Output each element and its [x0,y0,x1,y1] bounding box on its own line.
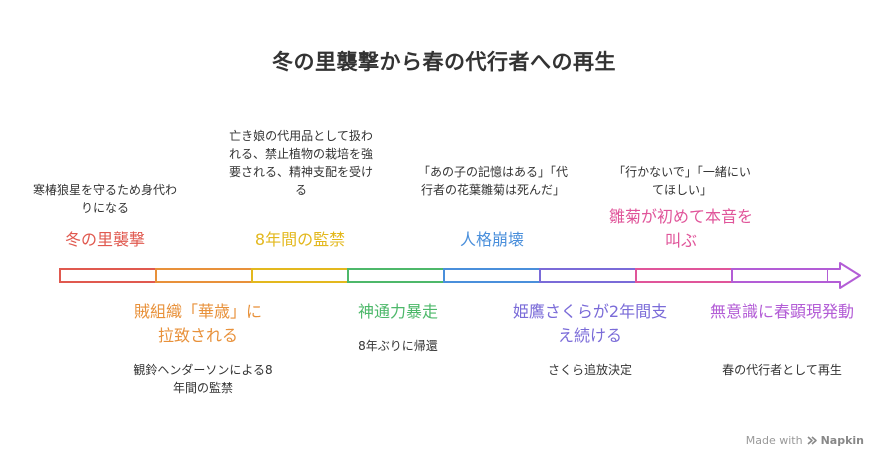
timeline-arrowhead [828,262,861,289]
timeline-segment-5 [443,268,541,283]
timeline-segment-3 [251,268,349,283]
event-8-description: 春の代行者として再生 [722,363,842,377]
event-3-label: 8年間の監禁 [254,230,346,249]
napkin-brand: Napkin [807,434,864,447]
event-6-description: さくら追放決定 [547,363,632,377]
timeline-segment-8 [731,268,829,283]
event-2-label: 賊組織「華歳」に拉致される [133,302,262,345]
event-4-description: 8年ぶりに帰還 [358,339,438,353]
timeline-segment-4 [347,268,445,283]
event-2-description: 観鈴ヘンダーソンによる8年間の監禁 [133,363,273,395]
event-4-label: 神通力暴走 [357,302,438,321]
napkin-logo-icon [807,436,817,445]
timeline-segment-1 [59,268,157,283]
event-1-label: 冬の里襲撃 [64,230,145,249]
timeline-segment-6 [539,268,637,283]
timeline-segment-7 [635,268,733,283]
event-7-label: 雛菊が初めて本音を叫ぶ [608,207,753,250]
event-5-description: 「あの子の記憶はある」「代行者の花葉雛菊は死んだ」 [418,165,569,197]
event-1-description: 寒椿狼星を守るため身代わりになる [32,183,177,215]
made-with-text: Made with [745,434,803,447]
event-8-label: 無意識に春顕現発動 [709,302,854,321]
event-5-label: 人格崩壊 [459,230,524,249]
napkin-brand-text: Napkin [820,434,864,447]
timeline-segment-2 [155,268,253,283]
made-with-napkin: Made with Napkin [746,434,864,447]
diagram-title: 冬の里襲撃から春の代行者への再生 [272,50,616,74]
event-3-description: 亡き娘の代用品として扱われる、禁止植物の栽培を強要される、精神支配を受ける [228,129,373,197]
event-6-label: 姫鷹さくらが2年間支え続ける [512,302,668,345]
event-7-description: 「行かないで」「一緒にいてほしい」 [613,165,751,197]
